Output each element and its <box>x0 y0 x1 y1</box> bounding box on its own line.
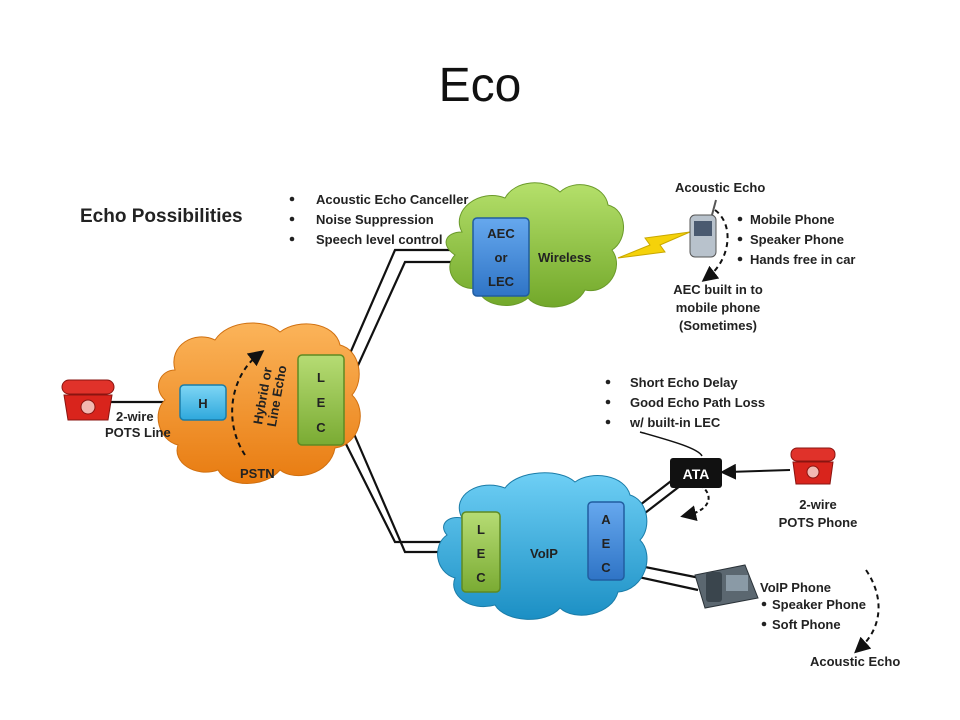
left-pots-phone-icon <box>61 379 115 421</box>
mobile-phone-icon <box>689 199 717 258</box>
voip-phone-bullet-1: Speaker Phone <box>772 597 866 612</box>
voip-cloud: VoIP L E C A E C <box>437 472 648 620</box>
voip-aec-c: C <box>601 560 611 575</box>
pots-phone-label-line1: 2-wire <box>799 497 837 512</box>
pstn-cloud-label: PSTN <box>240 466 275 481</box>
voip-bullets: Short Echo Delay Good Echo Path Loss w/ … <box>605 375 765 430</box>
left-phone-label-line2: POTS Line <box>105 425 171 440</box>
voip-phone-bullets: Speaker Phone Soft Phone <box>761 597 866 632</box>
ata-device: ATA <box>670 458 722 488</box>
mobile-bullet-3: Hands free in car <box>750 252 856 267</box>
voip-lec-e: E <box>477 546 486 561</box>
voip-phone-bullet-2: Soft Phone <box>772 617 841 632</box>
aec-note-line3: (Sometimes) <box>679 318 757 333</box>
ata-label: ATA <box>683 466 710 482</box>
voip-lec-c: C <box>476 570 486 585</box>
mobile-bullets: Mobile Phone Speaker Phone Hands free in… <box>737 212 856 267</box>
pstn-lec-l: L <box>317 370 325 385</box>
bullet-speech: Speech level control <box>316 232 442 247</box>
voip-phone-label: VoIP Phone <box>760 580 831 595</box>
hybrid-label: H <box>198 396 207 411</box>
pots-phone-label-line2: POTS Phone <box>779 515 858 530</box>
voip-desk-phone-icon <box>694 564 759 609</box>
diagram-subtitle: Echo Possibilities <box>80 206 243 227</box>
voip-lec-l: L <box>477 522 485 537</box>
mobile-bullet-2: Speaker Phone <box>750 232 844 247</box>
wireless-box-line1: AEC <box>487 226 515 241</box>
lightning-icon <box>617 231 691 259</box>
left-phone-label-line1: 2-wire <box>116 409 154 424</box>
pstn-lec-e: E <box>317 395 326 410</box>
voip-bullet-3: w/ built-in LEC <box>629 415 721 430</box>
wireless-cloud: Wireless AEC or LEC <box>445 182 624 308</box>
pstn-cloud: PSTN H L E C Hybrid or Line Echo <box>157 322 361 484</box>
aec-note-line2: mobile phone <box>676 300 761 315</box>
bullet-noise: Noise Suppression <box>316 212 434 227</box>
aec-note-line1: AEC built in to <box>673 282 763 297</box>
voip-aec-e: E <box>602 536 611 551</box>
wireless-cloud-label: Wireless <box>538 250 591 265</box>
voip-aec-a: A <box>601 512 611 527</box>
voip-acoustic-echo: Acoustic Echo <box>810 654 900 669</box>
wireless-box-line3: LEC <box>488 274 515 289</box>
wireless-bullets: Acoustic Echo Canceller Noise Suppressio… <box>289 192 468 247</box>
mobile-bullet-1: Mobile Phone <box>750 212 835 227</box>
voip-bullet-1: Short Echo Delay <box>630 375 738 390</box>
pstn-lec-c: C <box>316 420 326 435</box>
slide-title: Eco <box>438 59 522 112</box>
voip-bullet-2: Good Echo Path Loss <box>630 395 765 410</box>
voip-cloud-label: VoIP <box>530 546 558 561</box>
right-pots-phone-icon <box>790 447 836 485</box>
bullet-aec: Acoustic Echo Canceller <box>316 192 468 207</box>
wireless-box-line2: or <box>495 250 508 265</box>
mobile-acoustic-echo: Acoustic Echo <box>675 180 765 195</box>
